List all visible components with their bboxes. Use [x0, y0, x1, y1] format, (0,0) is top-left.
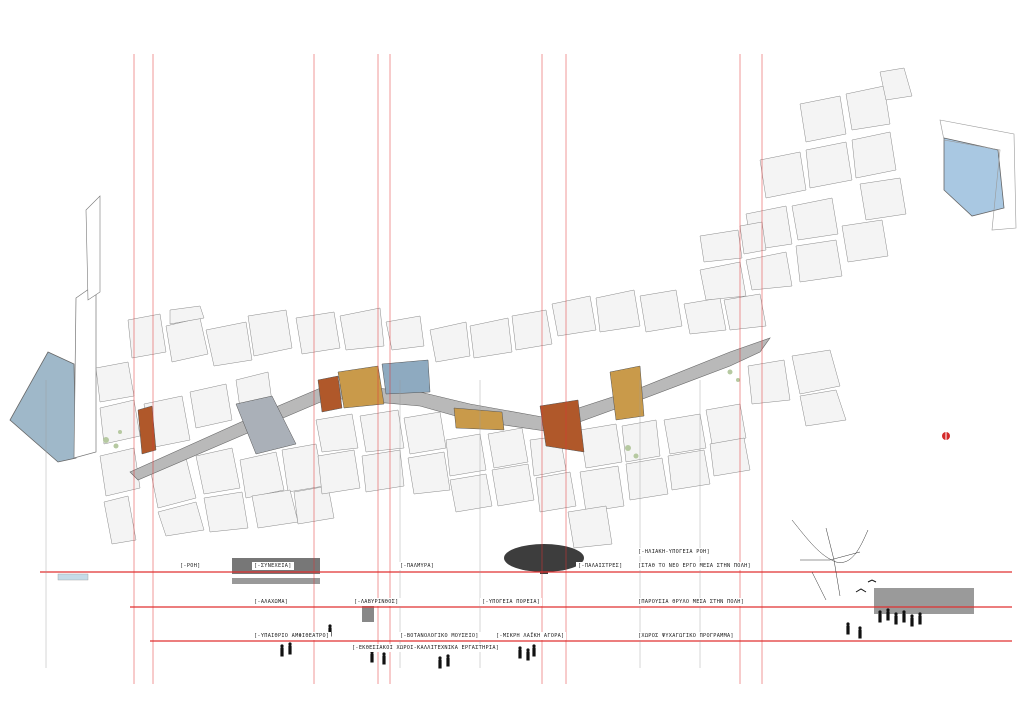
label-palmyra: [-ΠΑΛΜΥΡΑ]: [398, 562, 437, 570]
person-body: [846, 625, 850, 635]
person-body: [902, 613, 906, 623]
person-head: [886, 608, 890, 612]
tree-icon: [103, 369, 740, 459]
person-head: [446, 654, 450, 658]
person-head: [438, 656, 442, 660]
person-head: [532, 644, 536, 648]
label-ypogeia-poreia: [-ΥΠΟΓΕΙΑ ΠΟΡΕΙΑ]: [480, 598, 543, 606]
label-agora: [-ΜΙΚΡΗ ΛΑΪΚΗ ΑΓΟΡΑ]: [494, 632, 567, 640]
label-poi: [-ΡΟΗ]: [178, 562, 203, 570]
person-body: [886, 611, 890, 621]
person-head: [894, 612, 898, 616]
building-blocks: [95, 67, 913, 549]
harbour-right: [939, 119, 1017, 231]
red-grid-lines: [40, 54, 1012, 684]
person-body: [858, 629, 862, 639]
person-head: [910, 614, 914, 618]
person-body: [288, 645, 292, 655]
person-body: [910, 617, 914, 627]
person-head: [526, 648, 530, 652]
harbour-left: [9, 195, 101, 463]
label-botanologiko: [-ΒΟΤΑΝΟΛΟΓΙΚΟ ΜΟΥΣΕΙΟ]: [398, 632, 481, 640]
person-head: [878, 610, 882, 614]
label-ypsos-poreia: [-ΗΛΙΑΚΗ-ΥΠΟΓΕΙΑ ΡΟΗ]: [636, 548, 712, 556]
person-body: [438, 659, 442, 669]
person-head: [518, 646, 522, 650]
person-head: [288, 642, 292, 646]
person-body: [370, 653, 374, 663]
label-pagosymfono: [-ΣΥΝΕΧΕΙΑ]: [252, 562, 294, 570]
label-alynosis: [-ΑΛΑΧΩΜΑ]: [252, 598, 291, 606]
person-head: [280, 644, 284, 648]
label-ypaithrio: [-ΥΠΑΙΘΡΙΟ ΑΜΦΙΘΕΑΤΡΟ]: [252, 632, 332, 640]
image-strips: [57, 544, 974, 622]
person-head: [382, 652, 386, 656]
north-arrow-icon: [942, 432, 950, 440]
label-top-right: [ΣΤΑΘ ΤΟ ΝΕΟ ΕΡΓΟ ΜΕΣΑ ΣΤΗΝ ΠΟΛΗ]: [636, 562, 753, 570]
person-head: [918, 612, 922, 616]
person-head: [858, 626, 862, 630]
label-bot-right: [ΧΩΡΟΣ ΨΥΧΑΓΩΓΙΚΟ ΠΡΟΓΡΑΜΜΑ]: [636, 632, 736, 640]
location-map: [791, 519, 869, 601]
person-head: [328, 624, 332, 628]
person-head: [846, 622, 850, 626]
bird-silhouette-icon: [855, 579, 877, 593]
interventions: [137, 359, 645, 455]
person-body: [382, 655, 386, 665]
label-mid-right: [ΠΑΡΟΥΣΙΑ ΘΡΥΛΟ ΜΕΣΑ ΣΤΗΝ ΠΟΛΗ]: [636, 598, 747, 606]
label-labyrinthos: [-ΛΑΒΥΡΙΝΘΟΣ]: [352, 598, 401, 606]
person-body: [526, 651, 530, 661]
person-body: [518, 649, 522, 659]
person-body: [532, 647, 536, 657]
person-head: [902, 610, 906, 614]
label-ergastiria: [-ΕΚΘΕΣΙΑΚΟΙ ΧΩΡΟΙ-ΚΑΛΛΙΤΕΧΝΙΚΑ ΕΡΓΑΣΤΗΡ…: [350, 644, 502, 652]
person-body: [878, 613, 882, 623]
person-body: [894, 615, 898, 625]
label-palaistres: [-ΠΑΛΑΙΣΤΡΕΣ]: [576, 562, 625, 570]
person-body: [446, 657, 450, 667]
person-body: [280, 647, 284, 657]
person-body: [918, 615, 922, 625]
people-silhouette-icon: [280, 608, 922, 669]
